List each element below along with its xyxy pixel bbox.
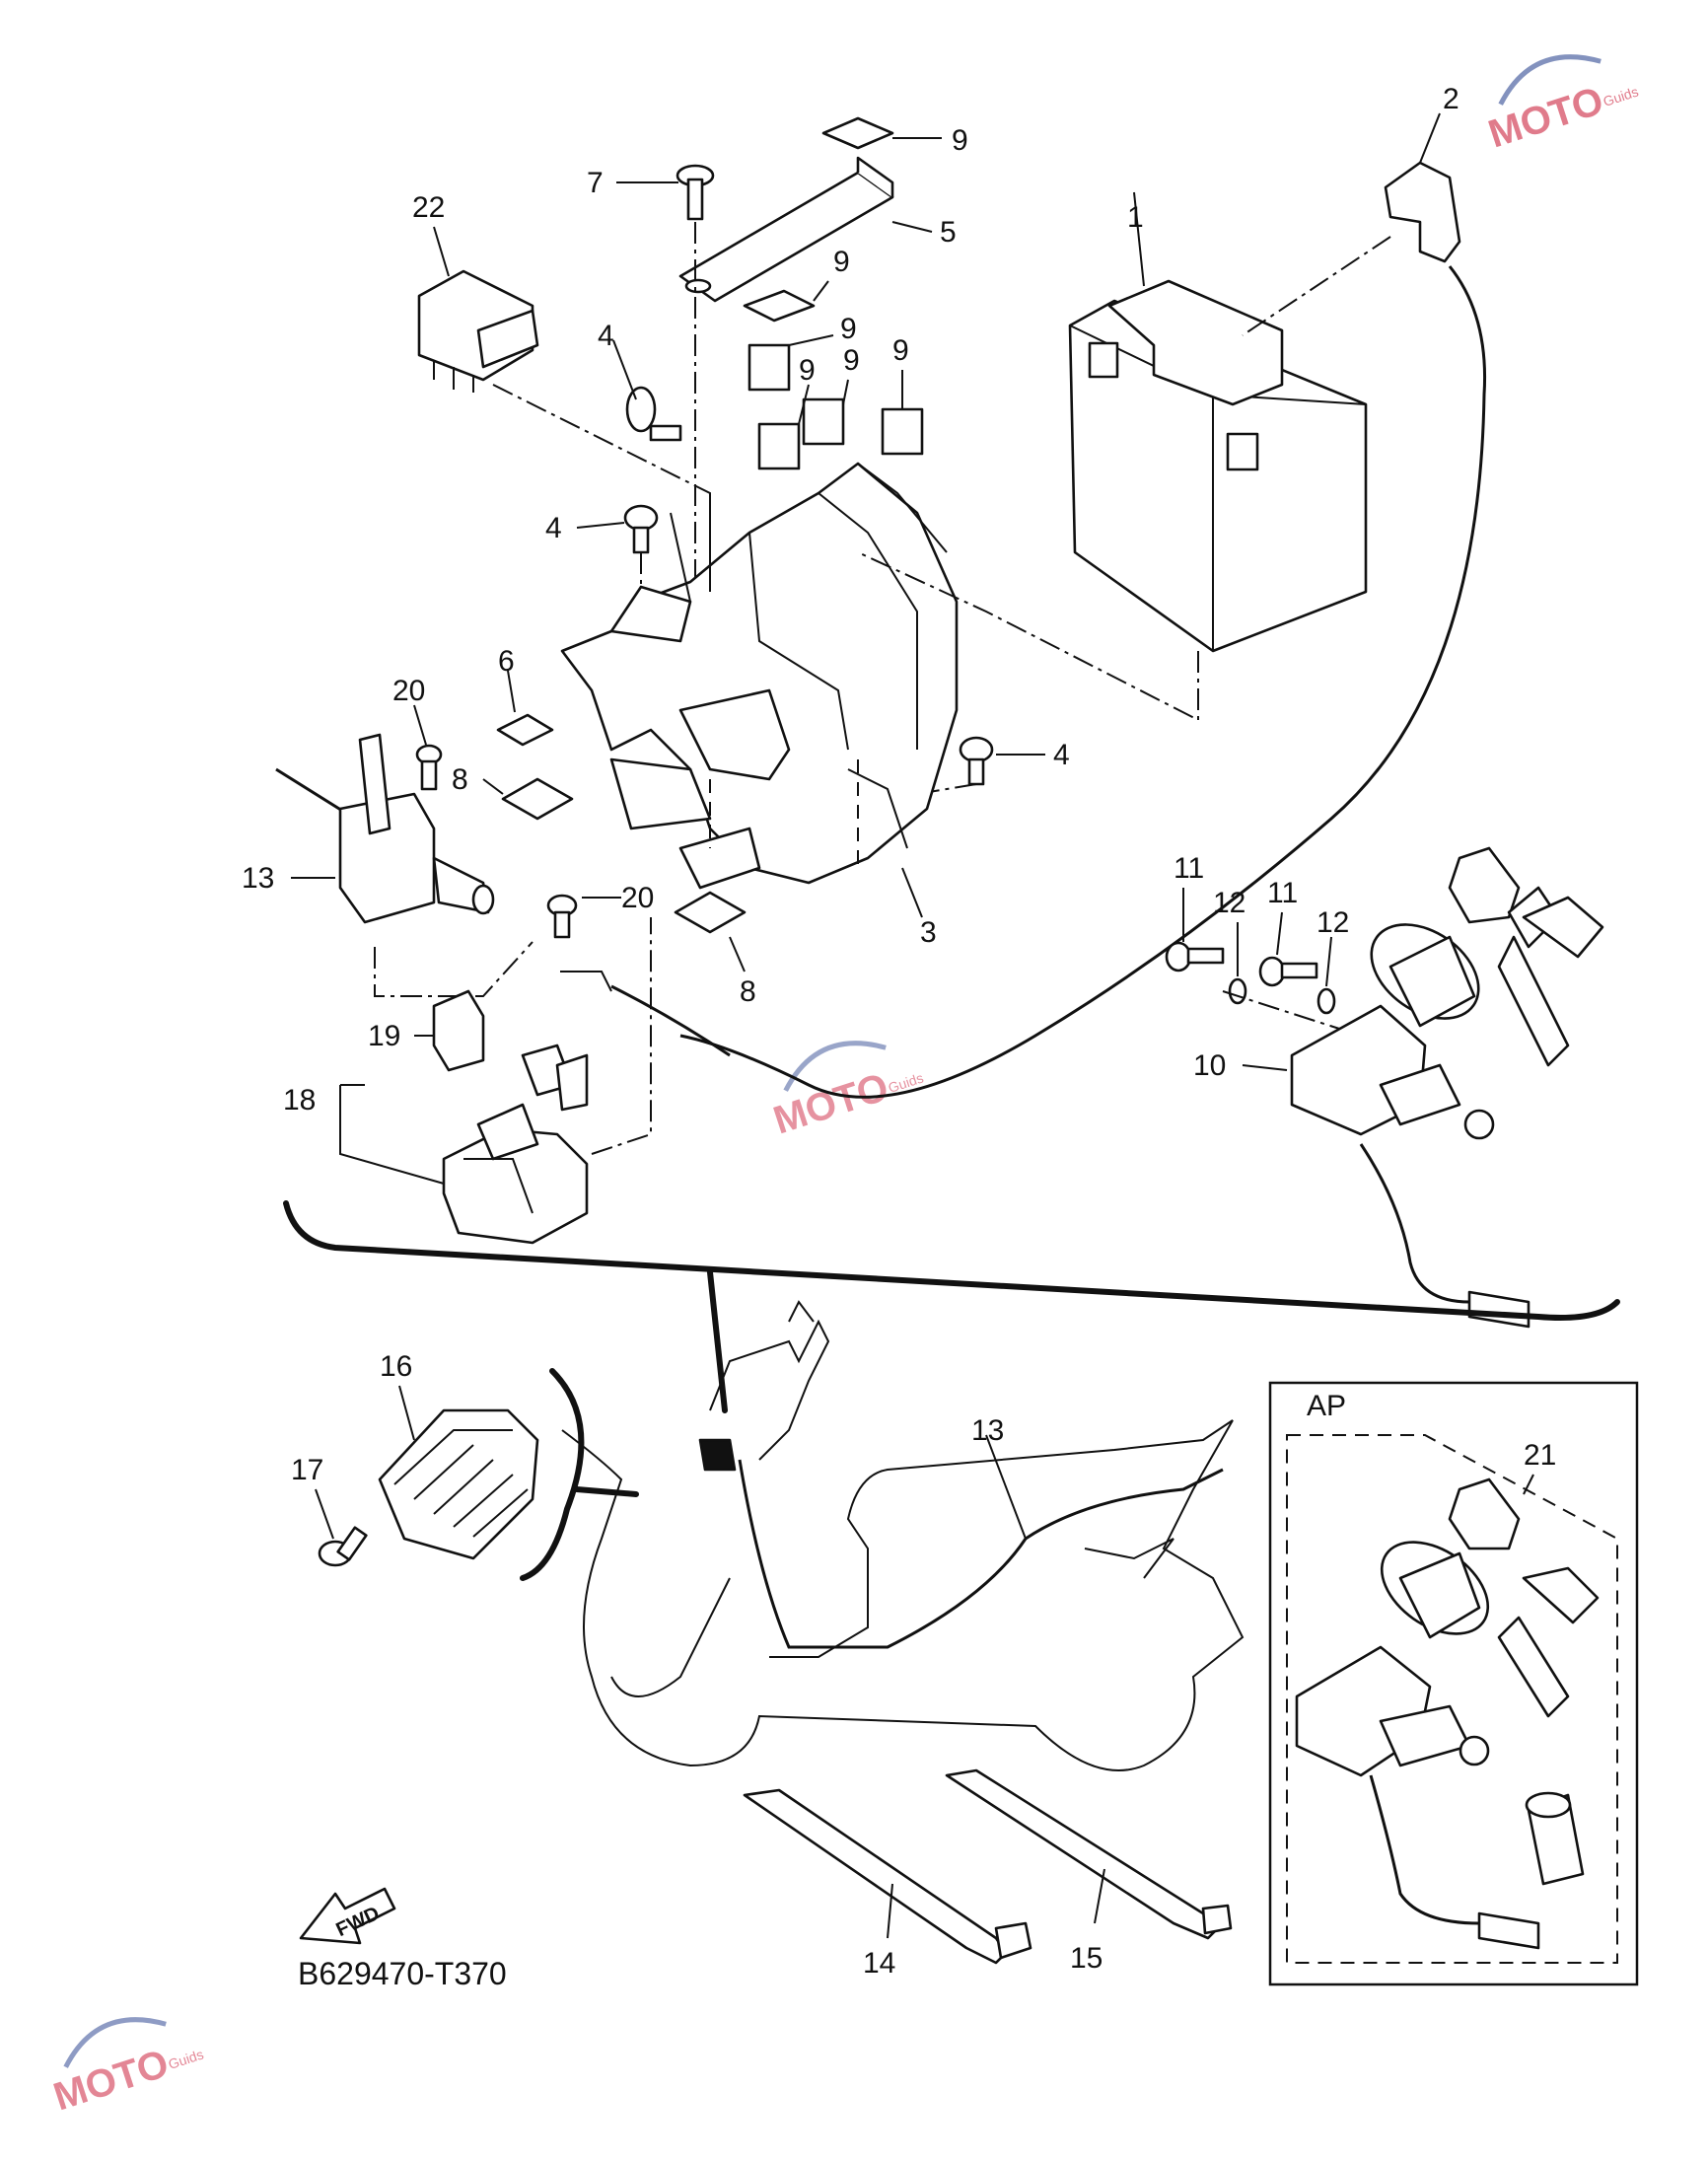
label-part-4-right: 4 — [1053, 739, 1070, 771]
bolt-4-upper — [612, 339, 682, 442]
fuse-19 — [414, 989, 485, 1072]
label-part-22: 22 — [412, 191, 445, 224]
scooter-outline — [520, 1300, 1245, 1771]
washer-12-right — [1317, 936, 1336, 1015]
damper-8-lower — [674, 891, 747, 973]
label-part-19: 19 — [368, 1020, 400, 1052]
label-part-12-left: 12 — [1213, 887, 1245, 919]
svg-text:MOTO: MOTO — [768, 1065, 893, 1143]
label-part-10: 10 — [1193, 1049, 1226, 1082]
cable-tie-14 — [743, 1788, 1032, 1965]
label-part-8-upper: 8 — [452, 763, 468, 796]
label-part-16: 16 — [380, 1350, 412, 1383]
label-part-21: 21 — [1524, 1439, 1556, 1472]
label-part-14: 14 — [863, 1947, 895, 1980]
fwd-arrow-icon: FWD — [299, 1887, 396, 1945]
nut-6 — [496, 670, 554, 747]
battery-box — [560, 462, 1199, 918]
label-part-4-upper: 4 — [598, 320, 614, 352]
label-part-9-d: 9 — [799, 354, 816, 387]
label-part-9-b: 9 — [833, 246, 850, 278]
rubber-pads — [743, 116, 942, 470]
bolt-11-right — [1258, 911, 1318, 987]
label-part-20-upper: 20 — [392, 675, 425, 707]
bolt-20-upper — [413, 704, 443, 791]
label-part-2: 2 — [1443, 83, 1459, 115]
label-part-20-lower: 20 — [621, 882, 654, 914]
label-part-17: 17 — [291, 1454, 323, 1486]
svg-text:Guids: Guids — [1601, 83, 1641, 109]
label-part-1: 1 — [1127, 201, 1144, 234]
ap-box — [1268, 1381, 1639, 1986]
watermark-logo-middle: MOTO Guids — [768, 1041, 925, 1143]
label-part-12-right: 12 — [1317, 906, 1349, 939]
label-part-15: 15 — [1070, 1942, 1103, 1975]
label-part-9-a: 9 — [952, 124, 968, 157]
label-part-18: 18 — [283, 1084, 316, 1117]
label-part-8-lower: 8 — [740, 975, 756, 1008]
label-part-9-e: 9 — [843, 344, 860, 377]
svg-text:MOTO: MOTO — [1483, 79, 1608, 157]
watermark-logo-top-right: MOTO Guids — [1483, 54, 1641, 157]
starter-relay-13 — [275, 733, 534, 997]
washer-12-left — [1228, 922, 1247, 1005]
watermark-logo-bottom-left: MOTO Guids — [48, 2017, 206, 2120]
group-brace-stem — [707, 1269, 728, 1413]
battery — [1068, 191, 1368, 653]
main-switch-10 — [1222, 846, 1604, 1329]
label-part-7: 7 — [587, 167, 604, 199]
bolt-17 — [315, 1488, 368, 1567]
label-part-6: 6 — [498, 645, 515, 678]
label-ap: AP — [1307, 1390, 1346, 1422]
bolt-11-left — [1165, 888, 1225, 973]
svg-text:MOTO: MOTO — [48, 2042, 174, 2120]
fuse-box-18 — [339, 917, 652, 1245]
cable-tie-15 — [945, 1768, 1233, 1940]
label-part-9-c: 9 — [840, 313, 857, 345]
label-part-4-middle: 4 — [545, 512, 562, 544]
bolt-20-lower — [546, 894, 731, 1057]
diagram-code: B629470-T370 — [298, 1956, 507, 1991]
label-part-9-f: 9 — [892, 334, 909, 367]
label-part-11-right: 11 — [1267, 877, 1298, 909]
damper-8-upper — [482, 777, 574, 821]
battery-terminal-cover — [679, 112, 1487, 1099]
svg-text:Guids: Guids — [167, 2046, 206, 2072]
label-part-11-left: 11 — [1174, 852, 1204, 885]
group-brace — [283, 1200, 1620, 1321]
label-part-3: 3 — [920, 916, 937, 949]
label-part-5: 5 — [940, 216, 957, 249]
label-part-13-lower: 13 — [971, 1414, 1004, 1447]
rectifier-regulator-16 — [378, 1385, 539, 1560]
label-part-13-upper: 13 — [242, 862, 274, 895]
battery-band — [678, 156, 933, 303]
